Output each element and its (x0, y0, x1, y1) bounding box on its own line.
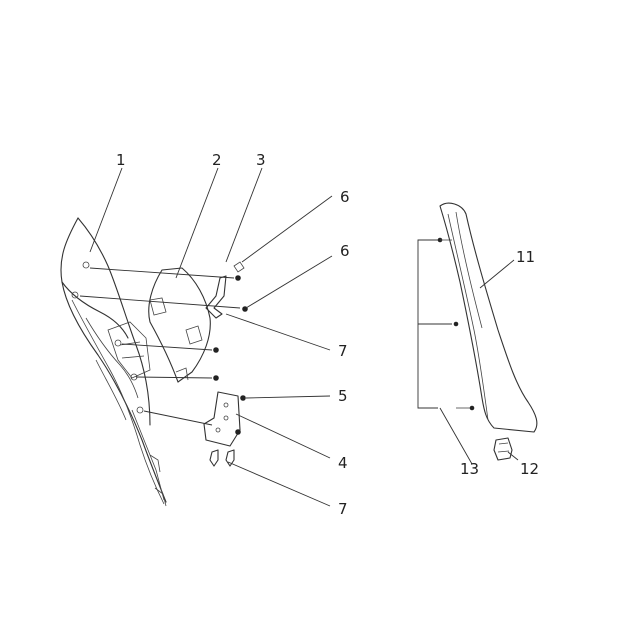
callout-6-lower: 6 (340, 242, 350, 260)
part-1-outer-cover (60, 217, 167, 507)
callout-labels: 1 2 3 6 6 7 5 4 7 11 12 13 (116, 151, 539, 518)
leader-lines (89, 167, 519, 507)
part-7-clips (209, 449, 235, 467)
callout-2: 2 (212, 151, 222, 169)
callout-7-upper: 7 (338, 342, 348, 360)
callout-11: 11 (516, 248, 535, 266)
part-3-bracket (205, 275, 227, 319)
part-12-clip (493, 437, 513, 461)
fasteners (79, 261, 248, 435)
callout-3: 3 (256, 151, 266, 169)
part-4-mounting-plate (203, 391, 241, 447)
part-11-trim-strip (439, 202, 538, 433)
callout-1: 1 (116, 151, 126, 169)
callout-7-lower: 7 (338, 500, 348, 518)
callout-5: 5 (338, 387, 348, 405)
part-13-screws (417, 237, 475, 411)
callout-12: 12 (520, 460, 539, 478)
callout-4: 4 (338, 454, 348, 472)
part-2-inner-panel (148, 267, 211, 383)
callout-6-upper: 6 (340, 188, 350, 206)
callout-13: 13 (460, 460, 479, 478)
